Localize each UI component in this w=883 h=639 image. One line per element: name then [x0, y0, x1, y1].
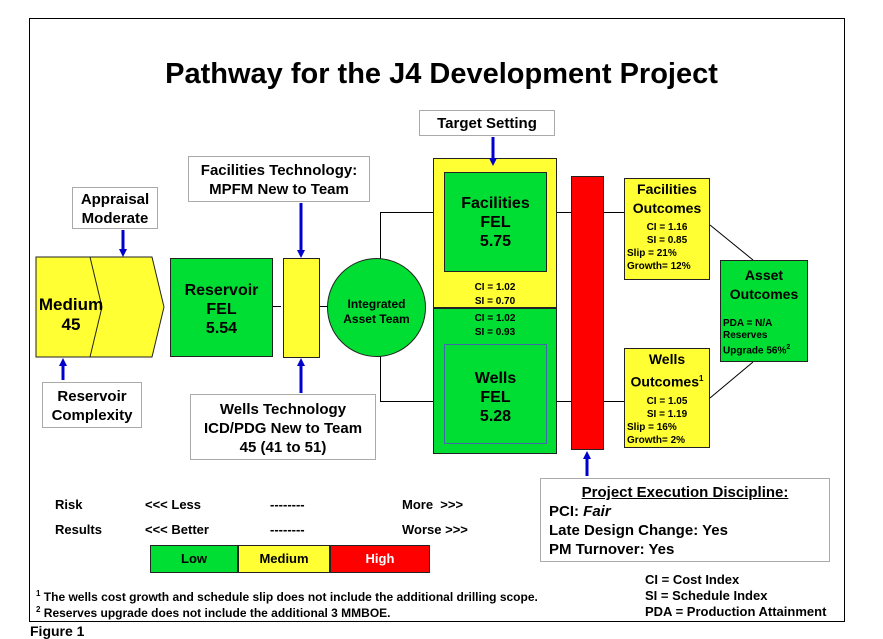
medium-label: Medium 45 — [38, 295, 104, 334]
wells-fel-box: Wells FEL 5.28 — [444, 344, 547, 444]
connector-line — [604, 212, 624, 213]
medium-chevron-shape — [35, 256, 165, 358]
abbreviations: CI = Cost Index SI = Schedule Index PDA … — [645, 572, 827, 619]
legend-risk-label: Risk — [55, 497, 83, 512]
page-title: Pathway for the J4 Development Project — [165, 58, 718, 90]
facilities-fel-box: Facilities FEL 5.75 — [444, 172, 547, 272]
facilities-outcomes-box: Facilities Outcomes CI = 1.16 SI = 0.85 … — [624, 178, 710, 280]
legend-results-dash: -------- — [270, 522, 305, 537]
appraisal-callout: Appraisal Moderate — [72, 187, 158, 229]
wells-technology-callout: Wells Technology ICD/PDG New to Team 45 … — [190, 394, 376, 460]
footnote-2: 2 Reserves upgrade does not include the … — [36, 605, 391, 620]
connector-line — [273, 306, 281, 307]
connector-line — [604, 401, 624, 402]
connector-line — [709, 361, 754, 399]
legend-medium: Medium — [238, 545, 330, 573]
connector-line — [320, 306, 329, 307]
integrated-asset-team-circle: Integrated Asset Team — [327, 258, 426, 357]
facilities-technology-callout: Facilities Technology: MPFM New to Team — [188, 156, 370, 202]
legend-high: High — [330, 545, 430, 573]
connector-line — [380, 212, 444, 213]
asset-outcomes-box: Asset Outcomes PDA = N/A Reserves Upgrad… — [720, 260, 808, 362]
legend-low: Low — [150, 545, 238, 573]
project-execution-discipline-callout: Project Execution Discipline: PCI: Fair … — [540, 478, 830, 562]
wells-indices: CI = 1.02 SI = 0.93 — [474, 313, 516, 338]
wells-outcomes-box: Wells Outcomes1 CI = 1.05 SI = 1.19 Slip… — [624, 348, 710, 448]
reservoir-complexity-callout: Reservoir Complexity — [42, 382, 142, 428]
reservoir-fel-box: Reservoir FEL 5.54 — [170, 258, 273, 357]
legend-risk-more: More >>> — [402, 497, 464, 512]
target-setting-callout: Target Setting — [419, 110, 555, 136]
figure-label: Figure 1 — [30, 623, 85, 639]
connector-line — [547, 212, 571, 213]
connector-line — [709, 224, 754, 261]
diagram-frame — [29, 18, 845, 622]
legend-risk-dash: -------- — [270, 497, 305, 512]
legend-results-label: Results — [55, 522, 102, 537]
connector-line — [547, 401, 571, 402]
wells-zone — [433, 308, 557, 454]
connector-line — [380, 401, 444, 402]
execution-bar — [571, 176, 604, 450]
legend-risk-less: <<< Less — [145, 497, 202, 512]
facilities-indices: CI = 1.02 SI = 0.70 — [474, 282, 516, 307]
technology-box — [283, 258, 320, 358]
footnote-1: 1 The wells cost growth and schedule sli… — [36, 589, 538, 604]
legend-results-worse: Worse >>> — [402, 522, 468, 537]
legend-results-better: <<< Better — [145, 522, 209, 537]
